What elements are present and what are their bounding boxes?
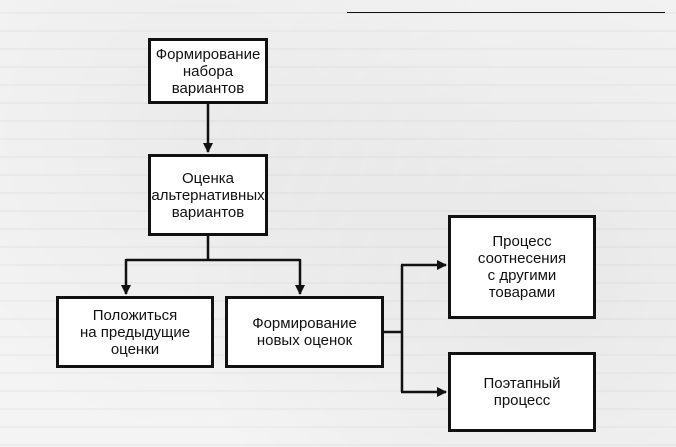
- node-comparison-label: Процесс соотнесения с другими товарами: [478, 233, 566, 301]
- node-forming-options: Формирование набора вариантов: [148, 38, 268, 104]
- node-forming-new-label: Формирование новых оценок: [252, 315, 357, 349]
- node-comparison: Процесс соотнесения с другими товарами: [448, 215, 596, 319]
- node-evaluation: Оценка альтернативных вариантов: [148, 154, 268, 236]
- node-evaluation-label: Оценка альтернативных вариантов: [151, 170, 264, 221]
- node-rely-previous-label: Положиться на предыдущие оценки: [80, 307, 190, 358]
- node-forming-new: Формирование новых оценок: [225, 296, 384, 368]
- node-stepwise-label: Поэтапный процесс: [483, 375, 560, 409]
- node-stepwise: Поэтапный процесс: [448, 352, 596, 432]
- node-rely-previous: Положиться на предыдущие оценки: [56, 296, 214, 368]
- node-forming-options-label: Формирование набора вариантов: [156, 46, 261, 97]
